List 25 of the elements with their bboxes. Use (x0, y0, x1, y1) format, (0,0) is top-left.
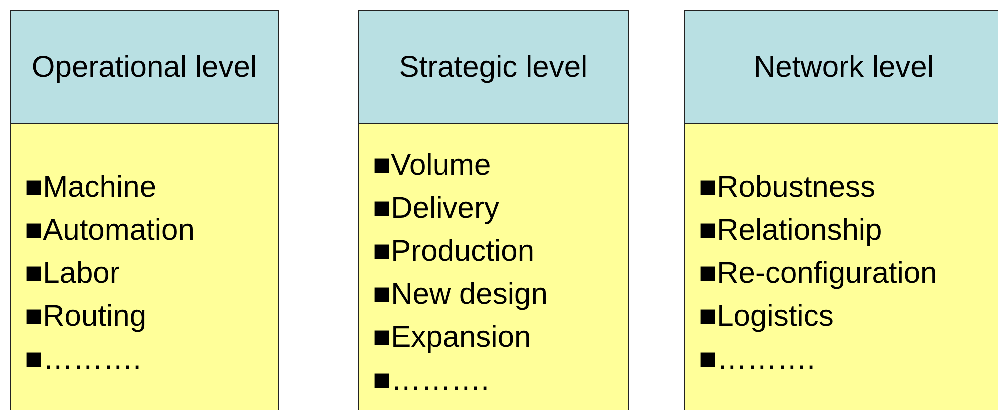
list-item: ■Volume (373, 148, 492, 184)
list-box (358, 123, 629, 410)
list-item: ■………. (25, 342, 142, 378)
list-item: ■………. (373, 363, 490, 399)
list-item: ■Machine (25, 170, 157, 206)
level-title: Network level (754, 50, 934, 86)
header-box (10, 10, 279, 125)
header-box (684, 10, 998, 125)
list-item: ■Relationship (699, 212, 882, 248)
list-item: ■Delivery (373, 191, 500, 227)
list-item: ■Automation (25, 212, 195, 248)
list-item: ■Robustness (699, 170, 876, 206)
level-title: Strategic level (399, 50, 588, 86)
level-title: Operational level (32, 50, 258, 86)
list-item: ■Expansion (373, 320, 532, 356)
list-item: ■Labor (25, 256, 120, 292)
list-item: ■Logistics (699, 298, 834, 334)
list-item: ■………. (699, 342, 816, 378)
list-item: ■Routing (25, 298, 147, 334)
header-box (358, 10, 629, 125)
list-item: ■Production (373, 234, 535, 270)
list-box (684, 123, 998, 410)
list-box (10, 123, 279, 410)
list-item: ■Re-configuration (699, 256, 938, 292)
list-item: ■New design (373, 277, 548, 313)
